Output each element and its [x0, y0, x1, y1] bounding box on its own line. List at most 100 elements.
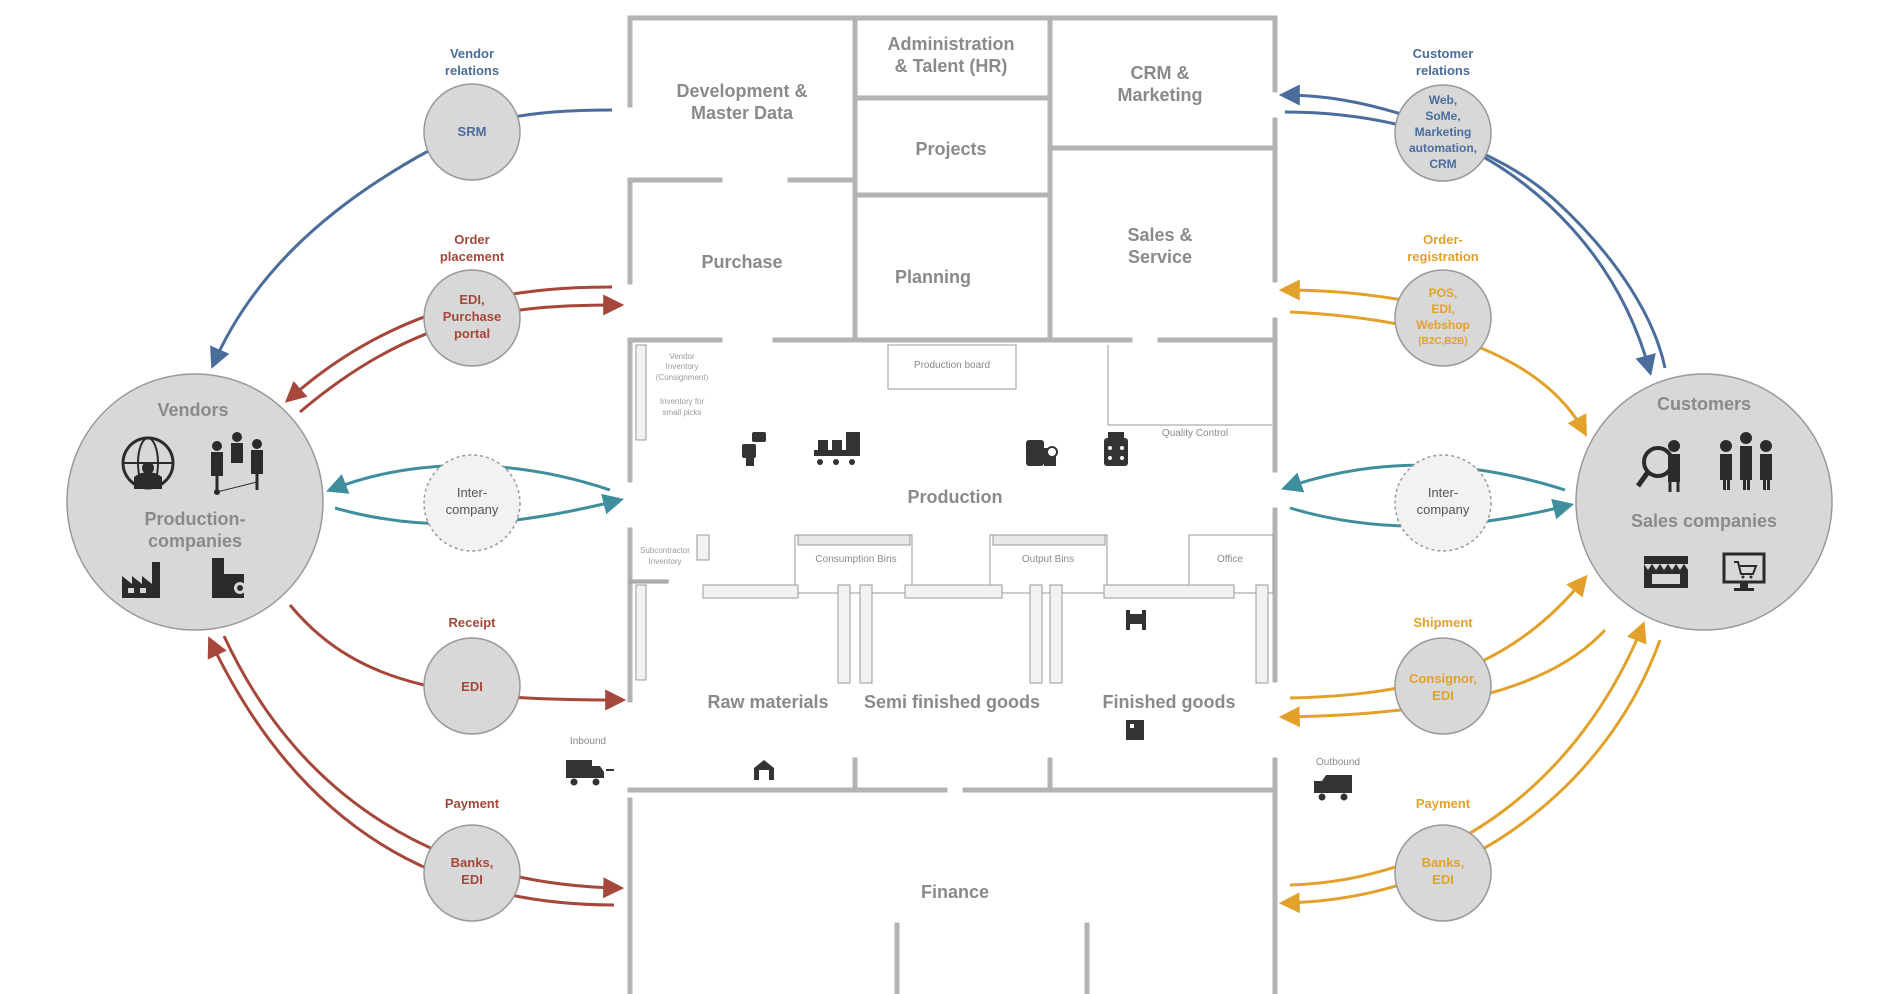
room-crm-line2: Marketing	[1117, 85, 1202, 105]
group-people-icon	[1720, 432, 1772, 490]
shipment-node-text-1: Consignor,	[1409, 671, 1477, 686]
vendor-relations-label-1: Vendor	[450, 46, 494, 61]
network-people-icon	[211, 432, 263, 495]
shipment-node-text-2: EDI	[1432, 688, 1454, 703]
receipt-label: Receipt	[449, 615, 497, 630]
vendor-inventory-label-2: Inventory	[666, 362, 699, 371]
payment-left-text-2: EDI	[461, 872, 483, 887]
storefront-icon	[1644, 556, 1688, 588]
crm-node-text-2: SoMe,	[1425, 109, 1460, 123]
room-semi-finished-goods: Semi finished goods	[864, 692, 1040, 712]
payment-arrow-1	[207, 636, 615, 907]
room-production: Production	[908, 487, 1003, 507]
production-board-label: Production board	[914, 360, 990, 371]
order-node-text-1: EDI,	[459, 292, 484, 307]
robot-arm-icon	[742, 432, 766, 466]
vendor-inventory-label-1: Vendor	[669, 352, 695, 361]
payment-left-node	[423, 824, 521, 922]
vendor-inventory-label-3: (Consignment)	[656, 373, 709, 382]
room-purchase: Purchase	[701, 252, 782, 272]
vendors-subtitle-2: companies	[148, 531, 242, 551]
intercompany-left-node	[423, 454, 521, 552]
payment-right-text-2: EDI	[1432, 872, 1454, 887]
room-labels: Development & Master Data Administration…	[676, 34, 1235, 902]
receipt-arrow	[288, 604, 627, 711]
order-registration-label-2: registration	[1407, 249, 1479, 264]
outbound-label: Outbound	[1316, 757, 1360, 768]
room-development-line2: Master Data	[691, 103, 794, 123]
search-person-icon	[1635, 440, 1680, 492]
payment-left-label: Payment	[445, 796, 500, 811]
receipt-node-text: EDI	[461, 679, 483, 694]
crm-arrow-2	[1284, 110, 1667, 369]
room-finished-goods: Finished goods	[1103, 692, 1236, 712]
customer-relations-label-2: relations	[1416, 63, 1470, 78]
inter-right-text-1: Inter-	[1428, 485, 1458, 500]
order-reg-text-4: (B2C,B2B)	[1418, 336, 1467, 347]
crm-node-text-1: Web,	[1429, 93, 1457, 107]
room-admin-line1: Administration	[887, 34, 1014, 54]
small-picks-label-2: small picks	[662, 408, 701, 417]
payment-right-text-1: Banks,	[1422, 855, 1465, 870]
payment-left-text-1: Banks,	[451, 855, 494, 870]
floor-labels: Vendor Inventory (Consignment) Inventory…	[570, 352, 1360, 768]
inter-left-text-2: company	[446, 502, 499, 517]
right-flow-nodes: Customer relations Web, SoMe, Marketing …	[1394, 46, 1492, 922]
order-node-text-3: portal	[454, 326, 490, 341]
output-bins-label: Output Bins	[1022, 554, 1074, 565]
conveyor-icon	[814, 432, 860, 465]
room-raw-materials: Raw materials	[707, 692, 828, 712]
warehouse-icon	[754, 760, 774, 780]
inbound-label: Inbound	[570, 736, 606, 747]
order-reg-text-2: EDI,	[1431, 302, 1454, 316]
shipment-node	[1394, 637, 1492, 735]
pallet-icon	[1126, 610, 1146, 630]
room-sales-line2: Service	[1128, 247, 1192, 267]
vendors-title: Vendors	[157, 400, 228, 420]
room-planning: Planning	[895, 267, 971, 287]
order-placement-node	[423, 269, 521, 367]
order-node-text-2: Purchase	[443, 309, 502, 324]
payment-right-arrow-2	[1278, 639, 1662, 914]
floor-plan-walls	[627, 15, 1278, 994]
order-reg-text-3: Webshop	[1416, 318, 1470, 332]
crm-node-text-4: automation,	[1409, 141, 1477, 155]
outbound-truck-icon	[1314, 775, 1352, 801]
boxes-icon	[1126, 720, 1144, 740]
small-picks-label-1: Inventory for	[660, 397, 705, 406]
quality-control-label: Quality Control	[1162, 428, 1228, 439]
srm-node-text: SRM	[458, 124, 487, 139]
order-placement-label-2: placement	[440, 249, 505, 264]
vendors-hub: Vendors Production- companies	[66, 373, 324, 631]
floor-icons	[566, 432, 1352, 801]
quality-machine-icon	[1104, 432, 1128, 466]
vendors-subtitle-1: Production-	[145, 509, 246, 529]
payment-arrow-2	[222, 635, 625, 899]
inter-left-text-1: Inter-	[457, 485, 487, 500]
globe-person-icon	[121, 436, 175, 490]
room-development-line1: Development &	[676, 81, 807, 101]
online-shop-icon	[1722, 552, 1766, 591]
subcontractor-label-1: Subcontractor	[640, 546, 690, 555]
crm-node	[1394, 84, 1492, 182]
room-crm-line1: CRM &	[1131, 63, 1190, 83]
crm-node-text-5: CRM	[1429, 157, 1456, 171]
srm-node	[423, 83, 521, 181]
room-projects: Projects	[915, 139, 986, 159]
customers-circle	[1575, 373, 1833, 631]
payment-right-arrow-1	[1289, 621, 1647, 887]
customers-subtitle: Sales companies	[1631, 511, 1777, 531]
room-admin-line2: & Talent (HR)	[895, 56, 1008, 76]
factory-icon	[122, 562, 160, 598]
customers-title: Customers	[1657, 394, 1751, 414]
customers-hub: Customers Sales companies	[1575, 373, 1833, 631]
payment-right-node	[1394, 824, 1492, 922]
floor-plan-details	[629, 344, 1274, 684]
room-finance: Finance	[921, 882, 989, 902]
tank-machine-icon	[1026, 440, 1058, 466]
crm-node-text-3: Marketing	[1415, 125, 1472, 139]
shipment-label: Shipment	[1413, 615, 1473, 630]
inter-right-text-2: company	[1417, 502, 1470, 517]
vendor-relations-label-2: relations	[445, 63, 499, 78]
